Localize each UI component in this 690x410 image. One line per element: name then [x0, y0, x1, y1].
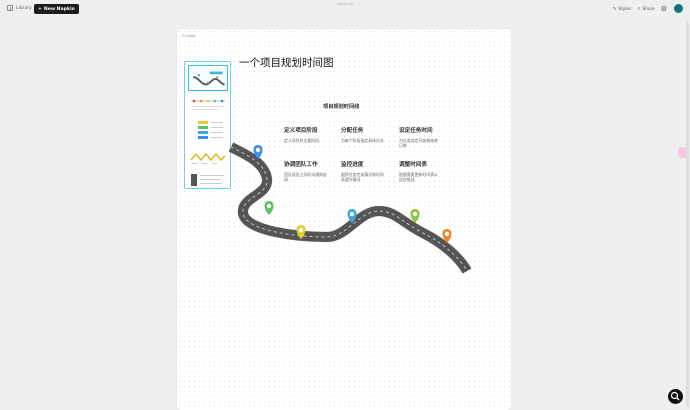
- variant-thumbnail-5[interactable]: [188, 172, 228, 188]
- brush-icon: ✎: [612, 6, 617, 11]
- share-icon: ⇪: [637, 6, 641, 11]
- share-label: Share: [642, 6, 655, 11]
- step-set-task-time[interactable]: 设定任务时间 为任务设定开始和结束日期: [399, 126, 441, 148]
- side-feedback-tab[interactable]: [678, 147, 688, 158]
- avatar[interactable]: [673, 3, 684, 14]
- undo-icon: ↶: [182, 34, 186, 38]
- zoom-button[interactable]: [668, 389, 683, 404]
- step-title: 协调团队工作: [284, 162, 318, 168]
- scrollbar[interactable]: [686, 22, 689, 407]
- step-title: 监控进度: [341, 162, 364, 168]
- step-title: 定义项目阶段: [284, 128, 318, 134]
- step-desc: 为每个阶段指定具体任务: [341, 138, 384, 143]
- gear-icon[interactable]: ⚙: [660, 4, 667, 13]
- styles-label: Styles: [618, 6, 632, 11]
- step-define-phases[interactable]: 定义项目阶段 定义项目的主要阶段: [284, 126, 330, 143]
- step-title: 设定任务时间: [399, 128, 433, 134]
- visual-variants-panel: [184, 61, 231, 189]
- milestone-pin-icon: [253, 145, 263, 159]
- milestone-pin-icon: [410, 209, 420, 223]
- library-icon: [7, 5, 13, 11]
- window-title: napkin.ai: [336, 2, 354, 6]
- step-desc: 跟踪任务完成情况和时间表遵守情况: [341, 172, 384, 182]
- new-napkin-label: New Napkin: [43, 6, 75, 12]
- milestone-pins: [253, 145, 452, 243]
- step-title: 调整时间表: [399, 162, 427, 168]
- top-actions: ✎ Styles ⇪ Share ⚙: [613, 3, 684, 14]
- milestone-pin-icon: [442, 229, 452, 243]
- plus-icon: +: [38, 6, 42, 12]
- step-adjust-schedule[interactable]: 调整时间表 根据需要更新时间表以适应挑战: [399, 160, 441, 182]
- variant-thumbnail-2[interactable]: [188, 95, 228, 115]
- step-coordinate-team[interactable]: 协调团队工作 团队成员之间的沟通和协调: [284, 160, 330, 182]
- variant-thumbnail-4[interactable]: [188, 148, 228, 168]
- styles-button[interactable]: ✎ Styles: [613, 6, 631, 11]
- undo-button[interactable]: ↶ Undo: [182, 34, 195, 38]
- milestone-pin-icon: [264, 201, 274, 215]
- page-title[interactable]: 一个项目规划时间图: [239, 57, 334, 69]
- variant-thumbnail-3[interactable]: [188, 119, 228, 143]
- step-desc: 团队成员之间的沟通和协调: [284, 172, 327, 182]
- canvas[interactable]: ↶ Undo 一个项目规划时间图: [177, 29, 511, 410]
- new-napkin-button[interactable]: + New Napkin: [34, 4, 79, 14]
- share-button[interactable]: ⇪ Share: [637, 6, 655, 11]
- library-link[interactable]: Library: [7, 5, 32, 11]
- step-assign-tasks[interactable]: 分配任务 为每个阶段指定具体任务: [341, 126, 387, 143]
- variant-thumbnail-selected[interactable]: [188, 65, 228, 91]
- undo-label: Undo: [186, 34, 196, 38]
- diagram-title[interactable]: 项目规划时间线: [323, 104, 360, 110]
- roadmap-diagram[interactable]: [227, 97, 487, 277]
- top-bar: Library + New Napkin napkin.ai ✎ Styles …: [0, 0, 690, 20]
- step-desc: 根据需要更新时间表以适应挑战: [399, 172, 438, 182]
- step-desc: 为任务设定开始和结束日期: [399, 138, 438, 148]
- library-label: Library: [16, 5, 32, 11]
- milestone-pin-icon: [347, 209, 357, 223]
- step-desc: 定义项目的主要阶段: [284, 138, 320, 143]
- magnifier-icon: [670, 391, 680, 401]
- step-monitor-progress[interactable]: 监控进度 跟踪任务完成情况和时间表遵守情况: [341, 160, 387, 182]
- step-title: 分配任务: [341, 128, 364, 134]
- milestone-pin-icon: [296, 225, 306, 239]
